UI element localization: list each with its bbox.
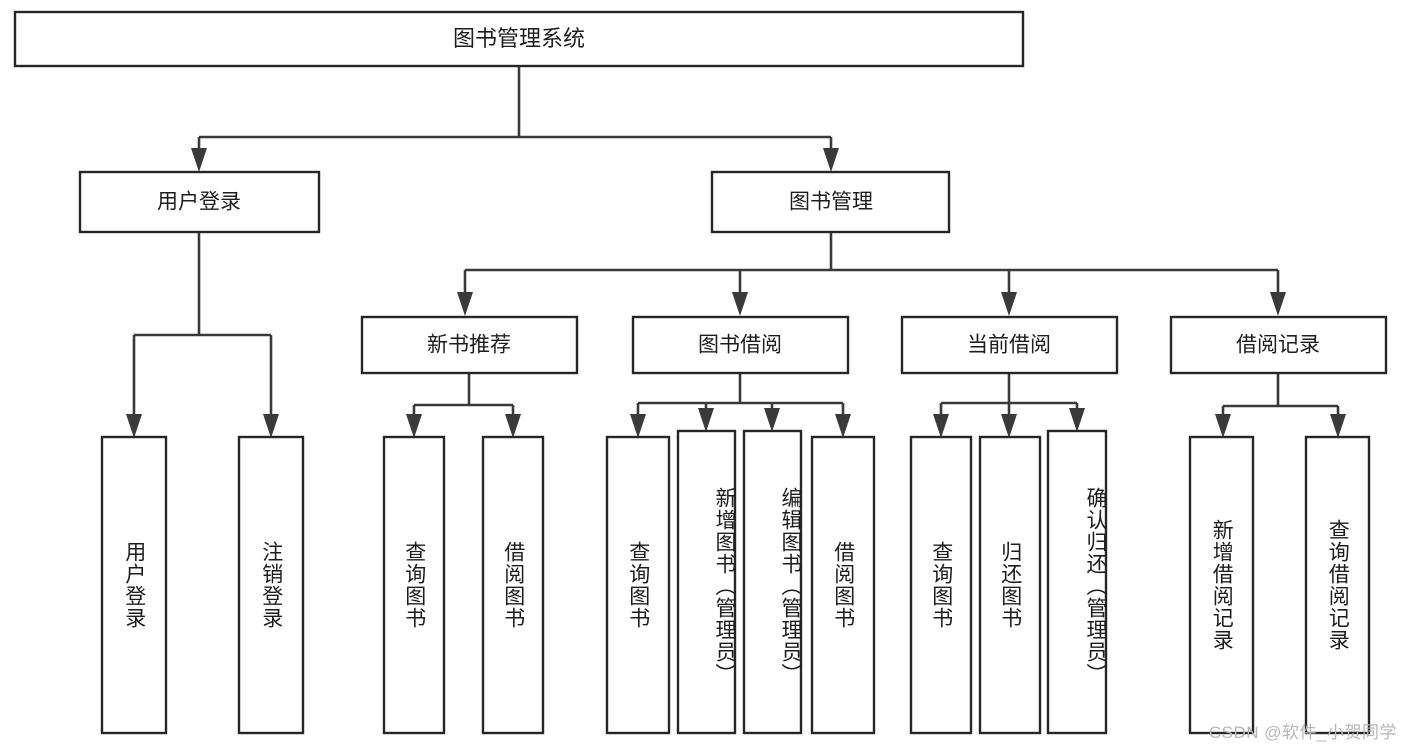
connector-layer (126, 66, 1346, 438)
arrowhead-leaf-query-record (1330, 414, 1346, 438)
node-box-leaf-query-book-1[interactable] (382, 435, 446, 735)
node-box-user-login[interactable] (78, 170, 321, 234)
node-box-title[interactable] (13, 10, 1025, 68)
node-box-leaf-query-book-2[interactable] (605, 435, 671, 735)
node-box-leaf-query-book-3[interactable] (909, 435, 973, 735)
node-box-leaf-add-record[interactable] (1188, 435, 1255, 735)
node-box-leaf-edit-book[interactable] (742, 429, 803, 735)
arrowhead-leaf-user-login (126, 414, 142, 438)
arrowhead-user-login (191, 148, 207, 172)
node-box-book-borrow[interactable] (631, 315, 850, 375)
node-box-new-book-recommend[interactable] (360, 315, 579, 375)
node-box-leaf-return-book[interactable] (978, 435, 1042, 735)
arrowhead-leaf-return-book (1001, 414, 1017, 438)
arrowhead-leaf-add-book (698, 408, 714, 432)
node-box-leaf-confirm-return[interactable] (1046, 429, 1108, 735)
arrowhead-new-book-recommend (457, 292, 473, 316)
watermark-text: CSDN @软件_小贺同学 (1208, 723, 1397, 742)
arrowhead-leaf-query-book-2 (630, 414, 646, 438)
node-box-current-borrow[interactable] (900, 315, 1119, 375)
arrowhead-leaf-query-book-3 (933, 414, 949, 438)
arrowhead-leaf-confirm-return (1069, 408, 1085, 432)
node-box-borrow-record[interactable] (1169, 315, 1388, 375)
arrowhead-leaf-query-book-1 (406, 414, 422, 438)
node-box-leaf-user-login[interactable] (100, 435, 168, 735)
node-label-book-borrow: 图书借阅 (698, 334, 782, 357)
arrowhead-leaf-user-logout (263, 414, 279, 438)
arrowhead-leaf-add-record (1215, 414, 1231, 438)
arrowhead-leaf-borrow-book-1 (505, 414, 521, 438)
arrowhead-leaf-edit-book (764, 408, 780, 432)
node-label-title: 图书管理系统 (453, 26, 585, 51)
node-box-book-management[interactable] (710, 170, 951, 234)
node-box-leaf-user-logout[interactable] (237, 435, 305, 735)
node-box-leaf-query-record[interactable] (1304, 435, 1371, 735)
arrowhead-borrow-record (1270, 292, 1286, 316)
arrowhead-book-borrow (732, 292, 748, 316)
node-label-book-management: 图书管理 (789, 191, 873, 214)
node-label-new-book-recommend: 新书推荐 (427, 334, 511, 357)
node-label-borrow-record: 借阅记录 (1236, 334, 1320, 357)
arrowhead-leaf-borrow-book-2 (835, 414, 851, 438)
node-box-leaf-borrow-book-2[interactable] (810, 435, 876, 735)
node-layer: 图书管理系统 用户登录 图书管理 新书推荐 图书借阅 当前借阅 借阅记录 (13, 10, 1388, 735)
node-label-current-borrow: 当前借阅 (967, 334, 1051, 357)
arrowhead-book-management (823, 148, 839, 172)
arrowhead-current-borrow (1001, 292, 1017, 316)
node-box-leaf-borrow-book-1[interactable] (481, 435, 545, 735)
node-box-leaf-add-book[interactable] (676, 429, 737, 735)
node-label-user-login: 用户登录 (157, 191, 241, 214)
